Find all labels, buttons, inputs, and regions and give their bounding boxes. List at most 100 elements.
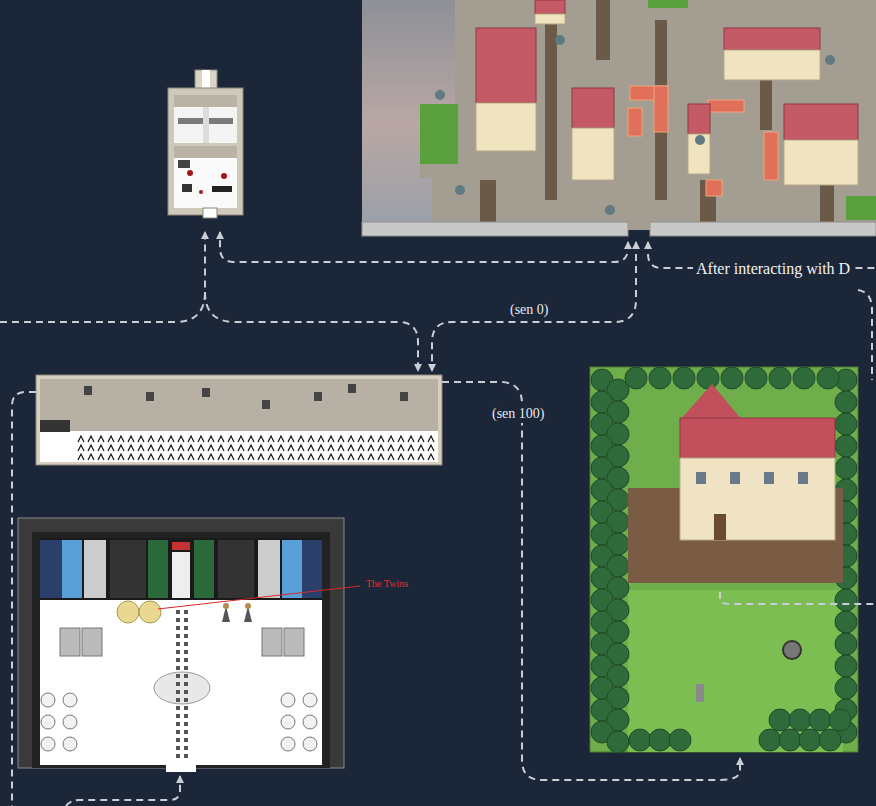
- hall-detail: [208, 454, 214, 460]
- farm-detail: [835, 655, 857, 677]
- building-map: [174, 95, 237, 107]
- lab-map: [172, 552, 190, 598]
- hall-detail: [148, 454, 154, 460]
- route-lines: [442, 382, 740, 780]
- lab-map: [258, 540, 280, 598]
- town-detail: [825, 55, 835, 65]
- hall-map: [40, 420, 70, 432]
- lab-detail: [41, 715, 55, 729]
- lab-detail: [176, 618, 180, 622]
- hall-detail: [338, 454, 344, 460]
- hall-detail: [84, 386, 92, 395]
- route-lines: [12, 392, 36, 806]
- hall-detail: [358, 445, 364, 451]
- farm-detail: [591, 367, 857, 753]
- farm-detail: [835, 435, 857, 457]
- lab-detail: [176, 714, 180, 718]
- lab-map: [18, 518, 344, 768]
- lab-map: [32, 532, 330, 768]
- hall-detail: [338, 436, 344, 442]
- building-map: [187, 170, 193, 176]
- town-map: [648, 0, 688, 8]
- farm-detail: [759, 729, 781, 751]
- hall-detail: [308, 436, 314, 442]
- route-label: (sen 100): [489, 406, 548, 423]
- lab-detail: [176, 698, 180, 702]
- farm-detail: [789, 709, 811, 731]
- town-detail: [535, 0, 565, 14]
- town-map: [628, 222, 650, 230]
- lab-detail: [176, 610, 180, 614]
- building-map: [199, 190, 203, 194]
- hall-detail: [318, 454, 324, 460]
- farm-detail: [799, 729, 821, 751]
- lab-detail: [184, 706, 188, 710]
- hall-detail: [408, 445, 414, 451]
- hall-detail: [128, 454, 134, 460]
- hall-detail: [218, 454, 224, 460]
- hall-detail: [228, 445, 234, 451]
- town-detail: [784, 104, 858, 140]
- hall-detail: [168, 436, 174, 442]
- town-detail: [476, 28, 536, 103]
- lab-detail: [176, 626, 180, 630]
- hall-detail: [198, 454, 204, 460]
- hall-detail: [368, 454, 374, 460]
- lab-detail: [176, 754, 180, 758]
- hall-detail: [118, 436, 124, 442]
- lab-detail: [184, 714, 188, 718]
- hall-map: [36, 375, 442, 465]
- hall-detail: [328, 454, 334, 460]
- lab-detail: [176, 658, 180, 662]
- route-lines: [220, 232, 628, 262]
- hall-detail: [278, 454, 284, 460]
- building-map: [203, 107, 209, 143]
- lab-map: [82, 628, 102, 656]
- hall-detail: [218, 436, 224, 442]
- hall-detail: [98, 436, 104, 442]
- hall-detail: [248, 436, 254, 442]
- hall-detail: [328, 445, 334, 451]
- town-detail: [654, 86, 668, 132]
- hall-detail: [258, 454, 264, 460]
- lab-detail: [41, 737, 55, 751]
- farm-map: [628, 590, 843, 752]
- town-detail: [555, 35, 565, 45]
- hall-detail: [78, 436, 84, 442]
- hall-detail: [378, 436, 384, 442]
- hall-detail: [228, 454, 234, 460]
- town-detail: [572, 88, 614, 128]
- lab-map: [172, 542, 190, 550]
- hall-map: [36, 375, 442, 465]
- hall-detail: [108, 436, 114, 442]
- town-detail: [455, 185, 465, 195]
- lab-detail: [184, 682, 188, 686]
- lab-detail: [184, 674, 188, 678]
- hall-detail: [258, 436, 264, 442]
- lab-map: [139, 601, 161, 623]
- lab-detail: [176, 682, 180, 686]
- town-detail: [435, 0, 858, 224]
- lab-detail: [63, 715, 77, 729]
- farm-map: [680, 458, 835, 540]
- hall-detail: [388, 436, 394, 442]
- hall-detail: [368, 445, 374, 451]
- lab-detail: [184, 738, 188, 742]
- building-map: [174, 158, 237, 208]
- town-detail: [820, 185, 834, 222]
- town-map: [846, 196, 876, 220]
- building-map: [168, 70, 243, 218]
- town-detail: [605, 205, 615, 215]
- lab-detail: [184, 698, 188, 702]
- lab-detail: [184, 730, 188, 734]
- town-detail: [724, 50, 820, 80]
- route-lines: [0, 232, 205, 322]
- lab-detail: [184, 618, 188, 622]
- hall-detail: [348, 445, 354, 451]
- lab-map: [60, 628, 80, 656]
- hall-detail: [78, 454, 84, 460]
- hall-detail: [268, 454, 274, 460]
- lab-detail: [303, 715, 317, 729]
- hall-detail: [268, 445, 274, 451]
- hall-detail: [148, 436, 154, 442]
